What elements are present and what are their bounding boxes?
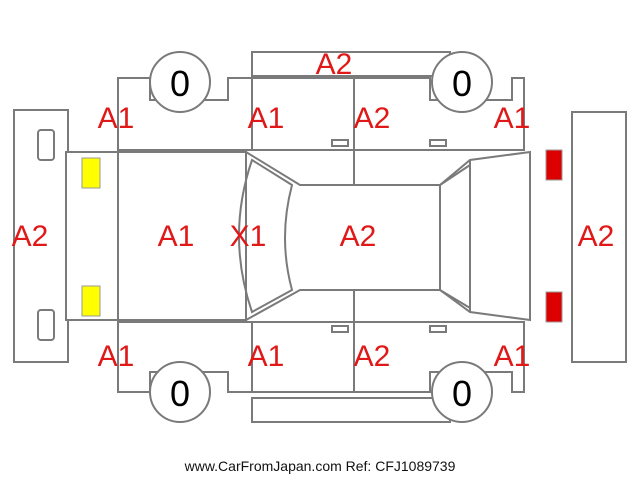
grade-front-left-door: A1 bbox=[248, 102, 285, 135]
left-taillight bbox=[545, 149, 563, 181]
top-side-panel bbox=[117, 51, 525, 186]
front-bumper bbox=[13, 109, 69, 363]
grade-rear-left-door: A2 bbox=[354, 102, 391, 135]
grade-windshield: X1 bbox=[230, 220, 267, 253]
grade-front-left-fender: A1 bbox=[98, 102, 135, 135]
grade-roof: A2 bbox=[316, 48, 353, 81]
grade-rear-left-fender: A1 bbox=[494, 102, 531, 135]
bottom-side-panel bbox=[117, 290, 525, 423]
reference-footer: www.CarFromJapan.com Ref: CFJ1089739 bbox=[184, 458, 456, 474]
grade-rear-bumper: A2 bbox=[578, 220, 615, 253]
grade-cabin-roof: A2 bbox=[340, 220, 377, 253]
grade-front-bumper: A2 bbox=[12, 220, 49, 253]
body-top-view bbox=[65, 150, 531, 322]
tire-front-left: 0 bbox=[149, 51, 211, 113]
tire-front-right: 0 bbox=[149, 361, 211, 423]
tire-grade: 0 bbox=[452, 63, 472, 104]
tire-grade: 0 bbox=[170, 373, 190, 414]
left-headlight bbox=[81, 157, 101, 189]
grade-rear-right-fender: A1 bbox=[494, 340, 531, 373]
tire-grade: 0 bbox=[170, 63, 190, 104]
grade-front-right-door: A1 bbox=[248, 340, 285, 373]
tire-rear-left: 0 bbox=[431, 51, 493, 113]
rear-bumper bbox=[571, 111, 627, 363]
tire-grade: 0 bbox=[452, 373, 472, 414]
right-headlight bbox=[81, 285, 101, 317]
grade-hood: A1 bbox=[158, 220, 195, 253]
right-taillight bbox=[545, 291, 563, 323]
grade-rear-right-door: A2 bbox=[354, 340, 391, 373]
tire-rear-right: 0 bbox=[431, 361, 493, 423]
grade-front-right-fender: A1 bbox=[98, 340, 135, 373]
